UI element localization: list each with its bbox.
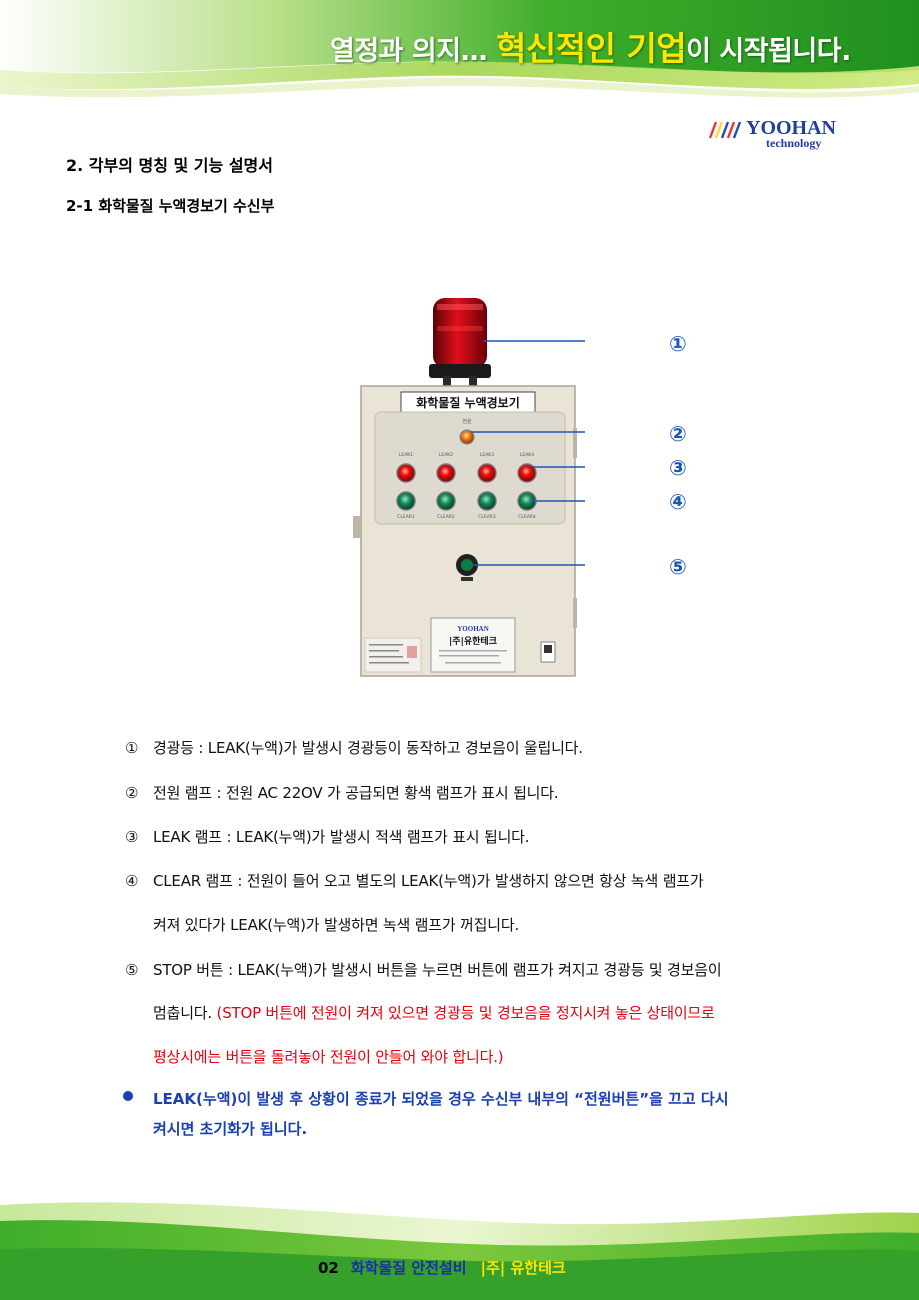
item-text: LEAK 램프 : LEAK(누액)가 발생시 적색 램프가 표시 됩니다. — [153, 828, 530, 846]
page-number: 02 — [318, 1259, 339, 1277]
slogan-suffix: 이 시작됩니다. — [686, 36, 851, 67]
clear-lamp-label: CLEAR4 — [518, 514, 536, 520]
list-item: ⑤ STOP 버튼 : LEAK(누액)가 발생시 버튼을 누르면 버튼에 램프가… — [125, 959, 722, 980]
note-line-2: 켜시면 초기화가 됩니다. — [153, 1120, 308, 1138]
header-slogan: 열정과 의지… 혁신적인 기업이 시작됩니다. — [330, 22, 851, 70]
item-text: 경광등 : LEAK(누액)가 발생시 경광등이 동작하고 경보음이 울립니다. — [153, 739, 583, 757]
item-text: 전원 램프 : 전원 AC 22OV 가 공급되면 황색 램프가 표시 됩니다. — [153, 784, 559, 802]
leak-lamp-label: LEAK4 — [520, 452, 534, 458]
control-panel — [374, 411, 566, 525]
leak-lamp — [436, 463, 456, 483]
footer-doc-name: 화학물질 안전설비 — [350, 1259, 467, 1277]
item5-cont-text: 멈춥니다. — [153, 1004, 217, 1022]
nameplate-text: 화학물질 누액경보기 — [416, 395, 520, 410]
item-text: STOP 버튼 : LEAK(누액)가 발생시 버튼을 누르면 버튼에 램프가 … — [153, 961, 722, 979]
leak-lamp-label: LEAK3 — [480, 452, 494, 458]
list-item: ④ CLEAR 램프 : 전원이 들어 오고 별도의 LEAK(누액)가 발생하지… — [125, 870, 704, 891]
logo-stripes-icon — [708, 121, 742, 139]
clear-lamp-label: CLEAR1 — [397, 514, 415, 520]
item-marker: ② — [125, 784, 139, 802]
clear-lamp — [477, 491, 497, 511]
section-title: 2. 각부의 명칭 및 기능 설명서 — [66, 156, 273, 175]
footer-text: 02 화학물질 안전설비 |주| 유한테크 — [318, 1257, 566, 1278]
leak-lamp — [477, 463, 497, 483]
bullet-icon — [123, 1091, 133, 1101]
alarm-receiver-device: 화학물질 누액경보기 전원 LEAK1 LEAK2 LEAK3 LEAK4 CLEAR… — [353, 298, 585, 677]
callout-3: ③ — [669, 456, 687, 480]
callout-2: ② — [669, 422, 687, 446]
logo-sub: technology — [766, 136, 821, 150]
clear-lamp — [396, 491, 416, 511]
logo-brand: YOOHAN — [746, 117, 837, 139]
item5-warning-text: (STOP 버튼에 전원이 켜져 있으면 경광등 및 경보음을 정지시켜 놓은 … — [216, 1004, 715, 1022]
item-text: CLEAR 램프 : 전원이 들어 오고 별도의 LEAK(누액)가 발생하지 … — [153, 872, 704, 890]
power-lamp-label: 전원 — [462, 418, 472, 425]
item-marker: ⑤ — [125, 961, 139, 979]
callout-1: ① — [669, 332, 687, 356]
list-item-continuation: 켜져 있다가 LEAK(누액)가 발생하면 녹색 램프가 꺼집니다. — [153, 916, 520, 934]
clear-lamp-label: CLEAR2 — [437, 514, 455, 520]
list-item: ① 경광등 : LEAK(누액)가 발생시 경광등이 동작하고 경보음이 울립니다… — [125, 737, 583, 758]
callout-4: ④ — [669, 490, 687, 514]
list-item: ② 전원 램프 : 전원 AC 22OV 가 공급되면 황색 램프가 표시 됩니다… — [125, 782, 559, 803]
leak-lamp — [517, 463, 537, 483]
footer-company: |주| 유한테크 — [480, 1259, 566, 1277]
header-banner — [0, 0, 919, 98]
leak-lamp-row: LEAK1 LEAK2 LEAK3 LEAK4 — [396, 452, 537, 483]
leak-lamp — [396, 463, 416, 483]
list-item: ③ LEAK 램프 : LEAK(누액)가 발생시 적색 램프가 표시 됩니다. — [125, 826, 530, 847]
item-marker: ① — [125, 739, 139, 757]
slogan-prefix: 열정과 의지… — [330, 36, 488, 67]
slogan-highlight: 혁신적인 기업 — [496, 29, 687, 68]
company-logo: YOOHAN technology — [708, 117, 837, 150]
item5-warning-text-2: 평상시에는 버튼을 돌려놓아 전원이 안들어 와야 합니다.) — [153, 1048, 504, 1066]
callout-lines — [471, 340, 585, 566]
warning-beacon — [429, 298, 491, 388]
item-marker: ④ — [125, 872, 139, 890]
clear-lamp-row: CLEAR1 CLEAR2 CLEAR3 CLEAR4 — [396, 491, 537, 520]
note-line-1: LEAK(누액)이 발생 후 상황이 종료가 되었을 경우 수신부 내부의 “전… — [153, 1090, 729, 1108]
callout-5: ⑤ — [669, 555, 687, 579]
section-subtitle: 2-1 화학물질 누액경보기 수신부 — [66, 197, 275, 215]
list-item-continuation: 멈춥니다. (STOP 버튼에 전원이 켜져 있으면 경광등 및 경보음을 정지… — [153, 1002, 715, 1023]
power-lamp — [459, 429, 475, 445]
leak-lamp-label: LEAK1 — [399, 452, 413, 458]
item-marker: ③ — [125, 828, 139, 846]
footer-banner — [0, 1202, 919, 1300]
company-plate-text: |주|유한테크 — [449, 635, 497, 647]
leak-lamp-label: LEAK2 — [439, 452, 453, 458]
svg-text:YOOHAN: YOOHAN — [457, 625, 489, 633]
clear-lamp-label: CLEAR3 — [478, 514, 496, 520]
clear-lamp — [436, 491, 456, 511]
